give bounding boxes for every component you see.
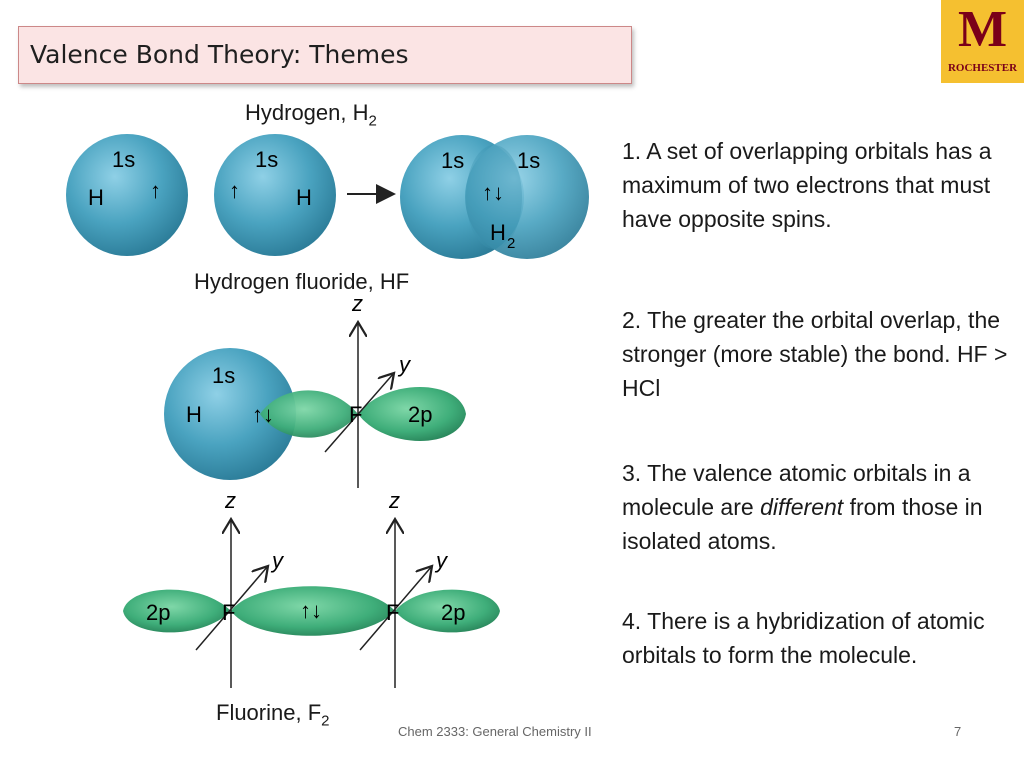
svg-text:1s: 1s [212,363,235,388]
point-3: 3. The valence atomic orbitals in a mole… [622,460,983,554]
svg-text:y: y [434,548,449,573]
svg-text:1s: 1s [441,148,464,173]
svg-text:y: y [397,352,412,377]
svg-text:↑↓: ↑↓ [482,180,504,205]
svg-text:↑↓: ↑↓ [300,598,322,623]
svg-text:2p: 2p [146,600,170,625]
footer-course: Chem 2333: General Chemistry II [398,724,592,739]
svg-text:1s: 1s [112,147,135,172]
svg-text:↑: ↑ [229,178,240,203]
page-number: 7 [954,724,962,739]
hf-label: Hydrogen fluoride, HF [194,269,410,294]
svg-text:z: z [388,488,400,513]
h-atom-2: 1s ↑ H [214,134,336,256]
svg-text:y: y [270,548,285,573]
point-2: 2. The greater the orbital overlap, the … [622,307,1008,401]
svg-text:F: F [386,600,399,625]
h2-label: Hydrogen, H2 [245,100,377,130]
svg-text:2: 2 [507,235,515,252]
svg-text:F: F [349,402,362,427]
f2-molecule: z y z y 2p F ↑↓ F 2p [123,488,500,688]
svg-text:H: H [490,220,506,245]
slide-title: Valence Bond Theory: Themes [30,40,409,69]
svg-text:H: H [186,402,202,427]
svg-text:H: H [296,185,312,210]
h-atom-1: 1s H ↑ [66,134,188,256]
svg-text:z: z [224,488,236,513]
point-1: 1. A set of overlapping orbitals has a m… [622,138,992,232]
svg-text:1s: 1s [255,147,278,172]
svg-text:1s: 1s [517,148,540,173]
point-4: 4. There is a hybridization of atomic or… [622,608,985,668]
svg-text:↑↓: ↑↓ [252,402,274,427]
svg-text:z: z [351,291,363,316]
svg-text:↑: ↑ [150,178,161,203]
logo-text: ROCHESTER [947,62,1018,74]
svg-text:H: H [88,185,104,210]
university-logo: M ROCHESTER [941,0,1024,83]
svg-text:2p: 2p [441,600,465,625]
hf-molecule: z y 1s H ↑↓ F 2p [164,291,466,488]
svg-text:F: F [222,600,235,625]
svg-text:2p: 2p [408,402,432,427]
title-box: Valence Bond Theory: Themes [18,26,632,84]
logo-m-icon: M [957,1,1008,58]
h2-molecule: 1s 1s ↑↓ H 2 [400,135,589,259]
orbital-diagram: 1s H ↑ 1s ↑ H 1s 1s ↑↓ H 2 z y 1s H ↑↓ F… [66,134,589,688]
f2-label: Fluorine, F2 [216,700,330,730]
